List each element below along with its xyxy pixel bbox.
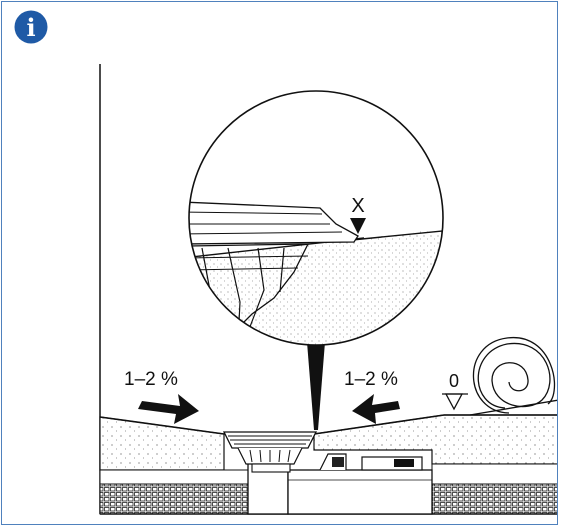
x-marker-label: X (351, 195, 364, 217)
x-marker-triangle (350, 218, 366, 234)
right-slope-arrow (352, 394, 400, 424)
magnifier-pointer (307, 342, 325, 430)
magnifier-circle (188, 90, 444, 346)
left-slope-label: 1–2 % (124, 369, 178, 390)
screed-right (313, 414, 557, 465)
membrane-roll (469, 337, 557, 416)
right-slope-label: 1–2 % (344, 369, 398, 390)
level-zero-label: 0 (449, 371, 459, 391)
drain-body (247, 453, 433, 515)
info-icon: i (14, 10, 48, 44)
left-slope-arrow (138, 394, 199, 424)
magnified-detail (189, 91, 443, 345)
level-zero-marker (444, 393, 464, 411)
base-slab-right (431, 483, 557, 515)
info-glyph: i (26, 13, 35, 42)
drain-grate (222, 431, 318, 473)
base-slab (99, 483, 251, 515)
